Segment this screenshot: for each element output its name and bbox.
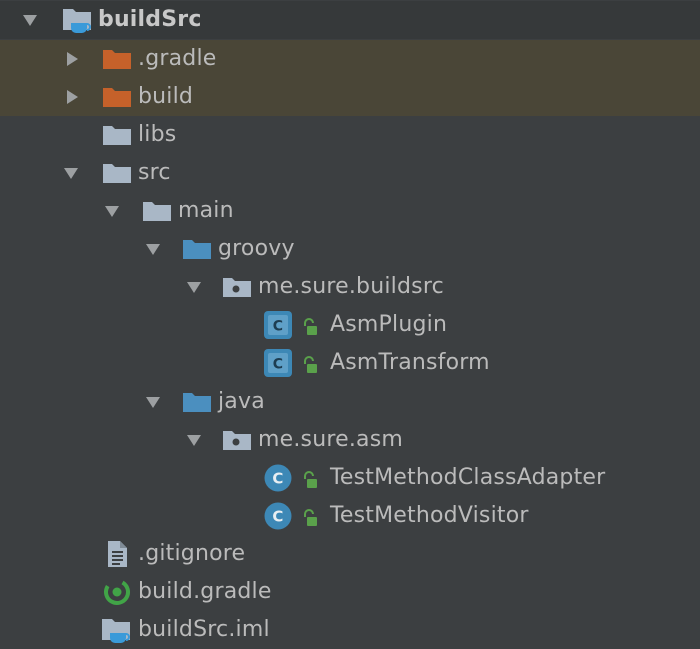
tree-item-label: libs bbox=[138, 122, 177, 147]
tree-item-label: src bbox=[138, 160, 171, 185]
tree-item-label: java bbox=[218, 389, 265, 414]
chevron-down-icon[interactable] bbox=[22, 12, 38, 28]
tree-row-java[interactable]: java bbox=[0, 383, 700, 421]
excluded-folder-icon bbox=[101, 44, 133, 74]
package-icon bbox=[221, 272, 253, 302]
tree-item-label: AsmPlugin bbox=[330, 312, 448, 337]
groovy-class-icon: C bbox=[262, 310, 294, 340]
java-class-icon: C bbox=[262, 501, 294, 531]
tree-row-gradle-dir[interactable]: .gradle bbox=[0, 40, 700, 78]
tree-row-buildsrc-iml[interactable]: buildSrc.iml bbox=[0, 611, 700, 649]
tree-item-label: build.gradle bbox=[138, 579, 272, 604]
tree-item-label: TestMethodClassAdapter bbox=[330, 465, 606, 490]
tree-row-groovy[interactable]: groovy bbox=[0, 230, 700, 268]
tree-row-libs[interactable]: libs bbox=[0, 116, 700, 154]
tree-row-src[interactable]: src bbox=[0, 154, 700, 192]
lock-open-icon bbox=[304, 318, 317, 335]
tree-item-label: main bbox=[178, 198, 234, 223]
lock-open-icon bbox=[304, 471, 317, 488]
tree-row-build-gradle[interactable]: build.gradle bbox=[0, 573, 700, 611]
tree-item-label: build bbox=[138, 84, 194, 109]
chevron-down-icon[interactable] bbox=[104, 203, 120, 219]
source-folder-icon bbox=[181, 234, 213, 264]
tree-row-testmethodclassadapter[interactable]: C TestMethodClassAdapter bbox=[0, 459, 700, 497]
tree-item-label: buildSrc.iml bbox=[138, 617, 270, 642]
tree-item-label: me.sure.asm bbox=[258, 427, 404, 452]
tree-item-label: groovy bbox=[218, 236, 295, 261]
text-file-icon bbox=[101, 539, 133, 569]
svg-text:C: C bbox=[273, 357, 283, 373]
folder-icon bbox=[101, 120, 133, 150]
tree-item-label: TestMethodVisitor bbox=[330, 503, 529, 528]
svg-text:C: C bbox=[272, 508, 283, 526]
groovy-class-icon: C bbox=[262, 348, 294, 378]
package-icon bbox=[221, 425, 253, 455]
svg-text:C: C bbox=[272, 470, 283, 488]
chevron-down-icon[interactable] bbox=[186, 432, 202, 448]
tree-row-asmtransform[interactable]: C AsmTransform bbox=[0, 344, 700, 382]
tree-item-label: me.sure.buildsrc bbox=[258, 274, 444, 299]
tree-row-package-buildsrc[interactable]: me.sure.buildsrc bbox=[0, 268, 700, 306]
folder-icon bbox=[141, 196, 173, 226]
tree-item-label: AsmTransform bbox=[330, 350, 490, 375]
tree-item-label: .gradle bbox=[138, 46, 217, 71]
excluded-folder-icon bbox=[101, 82, 133, 112]
tree-item-label: buildSrc bbox=[98, 7, 202, 32]
tree-row-main[interactable]: main bbox=[0, 192, 700, 230]
java-class-icon: C bbox=[262, 463, 294, 493]
chevron-down-icon[interactable] bbox=[186, 279, 202, 295]
module-file-icon bbox=[101, 615, 133, 645]
tree-row-package-asm[interactable]: me.sure.asm bbox=[0, 421, 700, 459]
tree-row-buildsrc[interactable]: buildSrc bbox=[0, 1, 700, 39]
folder-icon bbox=[101, 158, 133, 188]
gradle-file-icon bbox=[101, 577, 133, 607]
chevron-down-icon[interactable] bbox=[145, 241, 161, 257]
chevron-down-icon[interactable] bbox=[63, 165, 79, 181]
lock-open-icon bbox=[304, 509, 317, 526]
source-folder-icon bbox=[181, 387, 213, 417]
chevron-right-icon[interactable] bbox=[64, 89, 80, 105]
chevron-right-icon[interactable] bbox=[64, 51, 80, 67]
svg-text:C: C bbox=[273, 319, 283, 335]
tree-item-label: .gitignore bbox=[138, 541, 246, 566]
tree-row-asmplugin[interactable]: C AsmPlugin bbox=[0, 306, 700, 344]
tree-row-gitignore[interactable]: .gitignore bbox=[0, 535, 700, 573]
lock-open-icon bbox=[304, 356, 317, 373]
chevron-down-icon[interactable] bbox=[145, 394, 161, 410]
tree-row-testmethodvisitor[interactable]: C TestMethodVisitor bbox=[0, 497, 700, 535]
tree-row-build-dir[interactable]: build bbox=[0, 78, 700, 116]
module-folder-icon bbox=[62, 5, 94, 35]
